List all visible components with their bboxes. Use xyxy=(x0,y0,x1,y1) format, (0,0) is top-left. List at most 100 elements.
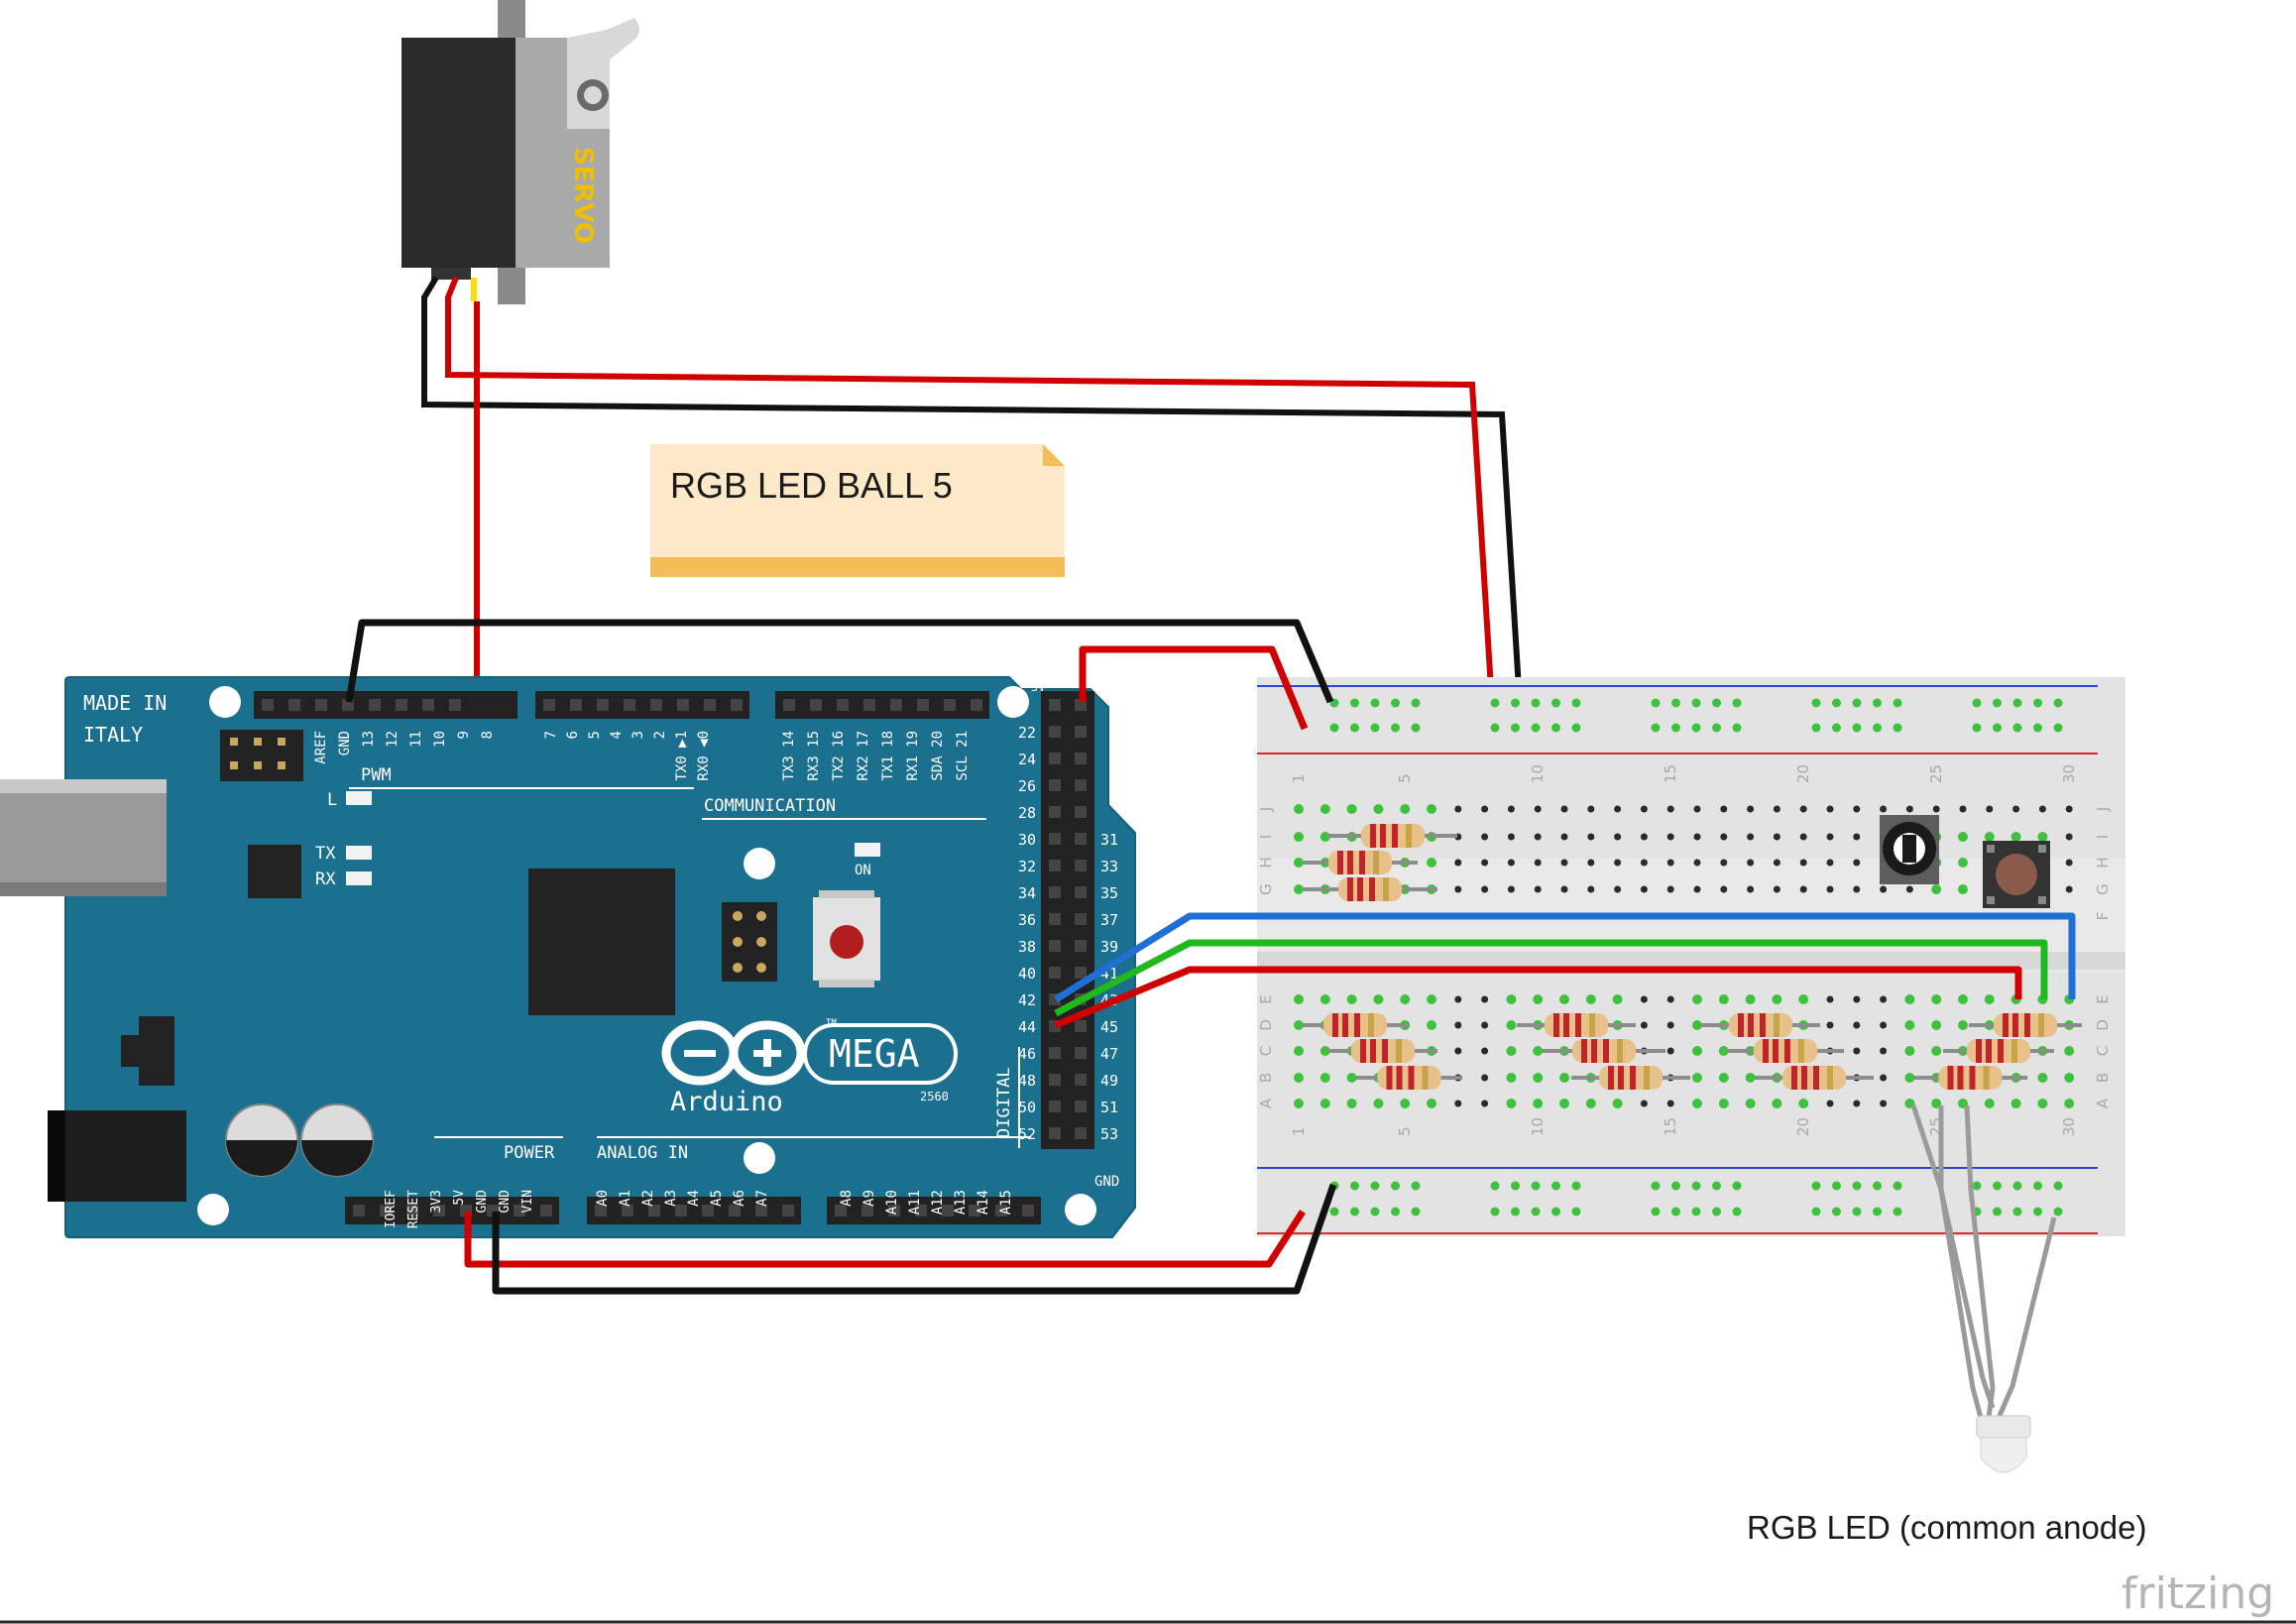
breadboard-hole[interactable] xyxy=(1640,885,1648,893)
breadboard-hole[interactable] xyxy=(1506,1046,1517,1056)
header-pin[interactable] xyxy=(1049,886,1061,898)
breadboard-hole[interactable] xyxy=(1506,1073,1517,1083)
breadboard-hole[interactable] xyxy=(1798,1099,1809,1108)
breadboard-hole[interactable] xyxy=(1718,1099,1729,1108)
breadboard-hole[interactable] xyxy=(1826,1100,1834,1107)
breadboard-hole[interactable] xyxy=(1718,1073,1729,1083)
breadboard-hole[interactable] xyxy=(2037,1099,2048,1108)
header-pin[interactable] xyxy=(731,699,743,711)
breadboard-hole[interactable] xyxy=(1772,994,1782,1004)
breadboard-rail-hole[interactable] xyxy=(1732,698,1742,708)
breadboard-rail-hole[interactable] xyxy=(1732,1207,1742,1217)
breadboard-hole[interactable] xyxy=(1640,859,1648,867)
breadboard-hole[interactable] xyxy=(1718,994,1729,1004)
breadboard-hole[interactable] xyxy=(1427,858,1436,868)
breadboard-hole[interactable] xyxy=(1481,1047,1489,1055)
breadboard-hole[interactable] xyxy=(1560,885,1568,893)
header-pin[interactable] xyxy=(861,1205,873,1217)
breadboard-hole[interactable] xyxy=(1320,804,1330,814)
breadboard-hole[interactable] xyxy=(1853,1047,1861,1055)
breadboard-rail-hole[interactable] xyxy=(1551,723,1560,733)
breadboard-hole[interactable] xyxy=(1773,885,1780,893)
breadboard-rail-hole[interactable] xyxy=(1411,723,1421,733)
breadboard-hole[interactable] xyxy=(1427,994,1436,1004)
breadboard-hole[interactable] xyxy=(1747,859,1755,867)
header-pin[interactable] xyxy=(1049,753,1061,764)
breadboard-rail-hole[interactable] xyxy=(1691,698,1701,708)
breadboard-hole[interactable] xyxy=(1931,994,1942,1004)
header-pin[interactable] xyxy=(1075,1101,1087,1112)
breadboard-rail-hole[interactable] xyxy=(2012,1181,2022,1191)
breadboard-rail-hole[interactable] xyxy=(1712,1207,1721,1217)
breadboard-hole[interactable] xyxy=(1612,1099,1623,1108)
breadboard-rail-hole[interactable] xyxy=(1511,698,1520,708)
breadboard-hole[interactable] xyxy=(1984,1099,1995,1108)
header-pin[interactable] xyxy=(449,699,461,711)
breadboard-hole[interactable] xyxy=(1904,994,1915,1004)
breadboard-rail-hole[interactable] xyxy=(1651,1181,1661,1191)
breadboard-hole[interactable] xyxy=(1905,885,1913,893)
breadboard-hole[interactable] xyxy=(1481,995,1489,1003)
header-pin[interactable] xyxy=(597,699,609,711)
breadboard-hole[interactable] xyxy=(1880,805,1888,813)
breadboard-rail-hole[interactable] xyxy=(1411,698,1421,708)
breadboard-hole[interactable] xyxy=(1533,1073,1544,1083)
breadboard-rail-hole[interactable] xyxy=(1712,723,1721,733)
breadboard-hole[interactable] xyxy=(1880,1074,1888,1082)
breadboard-hole[interactable] xyxy=(1454,1021,1462,1029)
breadboard-hole[interactable] xyxy=(1799,805,1807,813)
breadboard-hole[interactable] xyxy=(1826,833,1834,841)
breadboard-hole[interactable] xyxy=(1692,994,1702,1004)
breadboard-hole[interactable] xyxy=(1320,1073,1330,1083)
breadboard-hole[interactable] xyxy=(1931,1020,1942,1030)
breadboard-hole[interactable] xyxy=(1666,1047,1674,1055)
breadboard-rail-hole[interactable] xyxy=(1490,698,1500,708)
breadboard-hole[interactable] xyxy=(1853,1100,1861,1107)
breadboard-hole[interactable] xyxy=(1826,1021,1834,1029)
header-pin[interactable] xyxy=(650,699,662,711)
breadboard-rail-hole[interactable] xyxy=(1993,1181,2002,1191)
breadboard-hole[interactable] xyxy=(1853,1021,1861,1029)
breadboard-hole[interactable] xyxy=(2010,1099,2021,1108)
header-pin[interactable] xyxy=(1075,940,1087,952)
breadboard-hole[interactable] xyxy=(2064,1073,2075,1083)
breadboard-hole[interactable] xyxy=(1400,994,1411,1004)
header-pin[interactable] xyxy=(540,1205,552,1217)
header-pin[interactable] xyxy=(396,699,407,711)
header-pin[interactable] xyxy=(810,699,822,711)
breadboard-hole[interactable] xyxy=(1587,833,1595,841)
breadboard-hole[interactable] xyxy=(2012,805,2020,813)
breadboard-hole[interactable] xyxy=(2037,832,2048,842)
breadboard-rail-hole[interactable] xyxy=(1873,723,1882,733)
breadboard-hole[interactable] xyxy=(1320,832,1330,842)
breadboard-rail-hole[interactable] xyxy=(1712,1181,1721,1191)
breadboard-rail-hole[interactable] xyxy=(1671,1207,1680,1217)
breadboard-rail-hole[interactable] xyxy=(1370,1181,1380,1191)
breadboard-rail-hole[interactable] xyxy=(1391,698,1400,708)
breadboard-hole[interactable] xyxy=(1294,858,1304,868)
breadboard-hole[interactable] xyxy=(1692,1073,1702,1083)
breadboard-hole[interactable] xyxy=(1320,994,1330,1004)
breadboard-hole[interactable] xyxy=(1745,1073,1756,1083)
breadboard-hole[interactable] xyxy=(1507,885,1515,893)
breadboard-hole[interactable] xyxy=(1294,832,1304,842)
breadboard-rail-hole[interactable] xyxy=(1852,1207,1862,1217)
breadboard-rail-hole[interactable] xyxy=(1811,723,1821,733)
breadboard-hole[interactable] xyxy=(1932,805,1940,813)
breadboard-hole[interactable] xyxy=(1534,859,1542,867)
breadboard-hole[interactable] xyxy=(1826,859,1834,867)
breadboard-hole[interactable] xyxy=(1666,995,1674,1003)
breadboard-hole[interactable] xyxy=(1904,1046,1915,1056)
breadboard-hole[interactable] xyxy=(1904,1020,1915,1030)
breadboard-hole[interactable] xyxy=(1427,804,1436,814)
header-pin[interactable] xyxy=(1049,1101,1061,1112)
breadboard-rail-hole[interactable] xyxy=(1411,1207,1421,1217)
header-pin[interactable] xyxy=(1075,1074,1087,1086)
breadboard-hole[interactable] xyxy=(1294,804,1304,814)
breadboard-hole[interactable] xyxy=(1454,1047,1462,1055)
breadboard-rail-hole[interactable] xyxy=(1370,698,1380,708)
breadboard-rail-hole[interactable] xyxy=(1551,1181,1560,1191)
breadboard-hole[interactable] xyxy=(1693,805,1701,813)
header-pin[interactable] xyxy=(837,699,849,711)
breadboard-rail-hole[interactable] xyxy=(1832,698,1841,708)
